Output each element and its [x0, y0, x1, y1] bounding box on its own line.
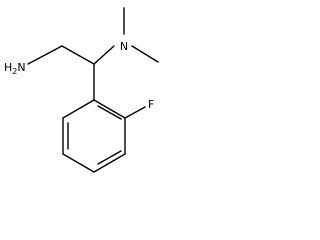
dimethylamino-n-label: N — [120, 40, 128, 53]
bond-nh2-ch2 — [27, 45, 63, 65]
ring-bond-4 — [62, 153, 95, 173]
bond-c-f — [124, 106, 146, 119]
ring-double-1 — [97, 105, 122, 120]
ring-double-2 — [97, 150, 122, 165]
bond-n-methyl-right — [131, 45, 159, 63]
bond-ch-n — [93, 45, 115, 65]
ring-bond-6 — [62, 99, 95, 119]
ring-bond-3 — [93, 153, 126, 173]
fluorine-label: F — [148, 98, 154, 111]
ring-bond-1 — [93, 99, 126, 119]
chemical-structure: H2N N F — [4, 7, 159, 173]
bond-ch2-ch — [61, 45, 95, 65]
amine-label: H2N — [4, 61, 26, 76]
